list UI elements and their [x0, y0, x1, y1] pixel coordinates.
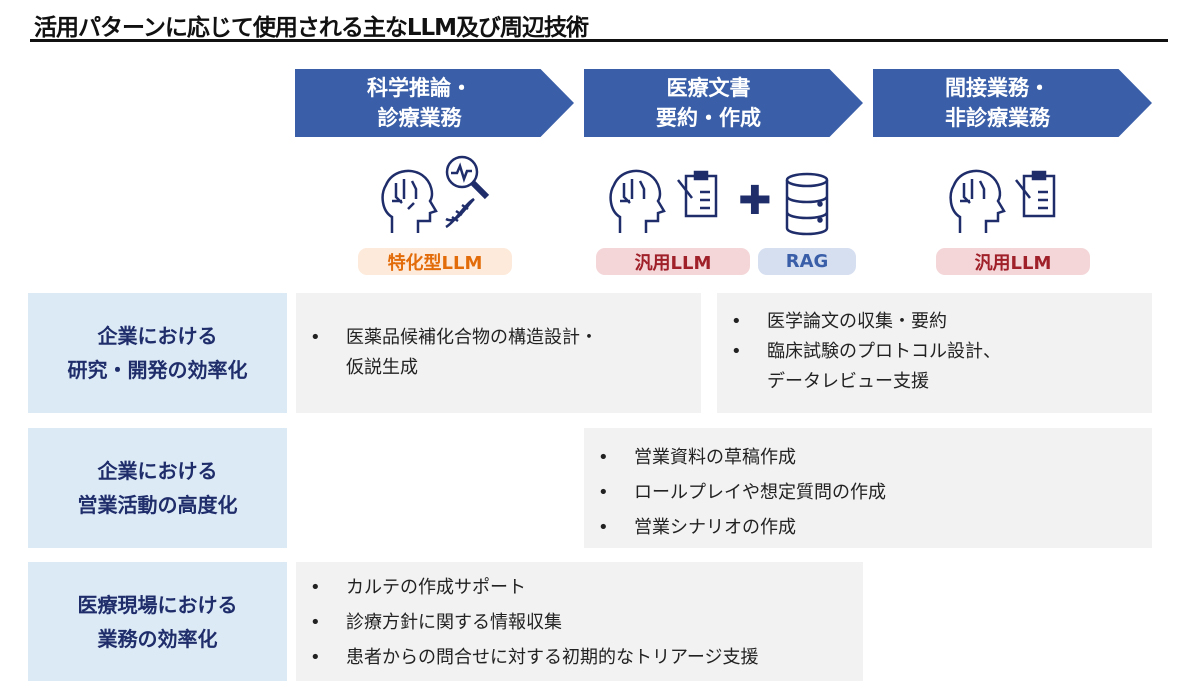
general-llm-badge: 汎用LLM [936, 248, 1090, 275]
bullet-item: 営業シナリオの作成 [598, 510, 1142, 545]
ai-brain-head-icon [949, 169, 1006, 233]
magnifier-pulse-icon [445, 155, 490, 200]
bullet-item: 患者からの問合せに対する初期的なトリアージ支援 [310, 640, 853, 675]
bullet-item: 医薬品候補化合物の構造設計・ 仮説生成 [310, 323, 691, 383]
sales-cell: 営業資料の草稿作成 ロールプレイや想定質問の作成 営業シナリオの作成 [584, 428, 1152, 548]
bullet-item: ロールプレイや想定質問の作成 [598, 475, 1142, 510]
rag-badge: RAG [758, 248, 856, 275]
bullet-item: 臨床試験のプロトコル設計、 データレビュー支援 [731, 337, 1142, 397]
row-label-rnd: 企業における 研究・開発の効率化 [28, 293, 287, 413]
row-label-sales: 企業における 営業活動の高度化 [28, 428, 287, 548]
bullet-item: 医学論文の収集・要約 [731, 307, 1142, 337]
column-header-documents: 医療文書 要約・作成 [584, 69, 863, 137]
row-label-clinical: 医療現場における 業務の効率化 [28, 562, 287, 681]
title-divider [30, 39, 1168, 42]
ai-brain-head-icon [381, 169, 438, 233]
column-header-science: 科学推論・ 診療業務 [295, 69, 574, 137]
rnd-indirect-cell: 医学論文の収集・要約 臨床試験のプロトコル設計、 データレビュー支援 [717, 293, 1152, 413]
database-icon [785, 172, 829, 236]
clipboard-edit-icon [677, 170, 718, 218]
bullet-item: 診療方針に関する情報収集 [310, 605, 853, 640]
rnd-science-cell: 医薬品候補化合物の構造設計・ 仮説生成 [296, 293, 701, 413]
bullet-item: 営業資料の草稿作成 [598, 440, 1142, 475]
column-header-indirect: 間接業務・ 非診療業務 [873, 69, 1152, 137]
page-title: 活用パターンに応じて使用される主なLLM及び周辺技術 [34, 15, 589, 41]
ai-brain-head-icon [609, 169, 666, 233]
clipboard-edit-icon [1015, 170, 1056, 218]
clinical-cell: カルテの作成サポート 診療方針に関する情報収集 患者からの問合せに対する初期的な… [296, 562, 863, 681]
general-llm-badge: 汎用LLM [596, 248, 750, 275]
specialized-llm-badge: 特化型LLM [358, 248, 512, 275]
plus-icon: ✚ [738, 178, 772, 224]
dna-icon [445, 197, 475, 229]
bullet-item: カルテの作成サポート [310, 570, 853, 605]
